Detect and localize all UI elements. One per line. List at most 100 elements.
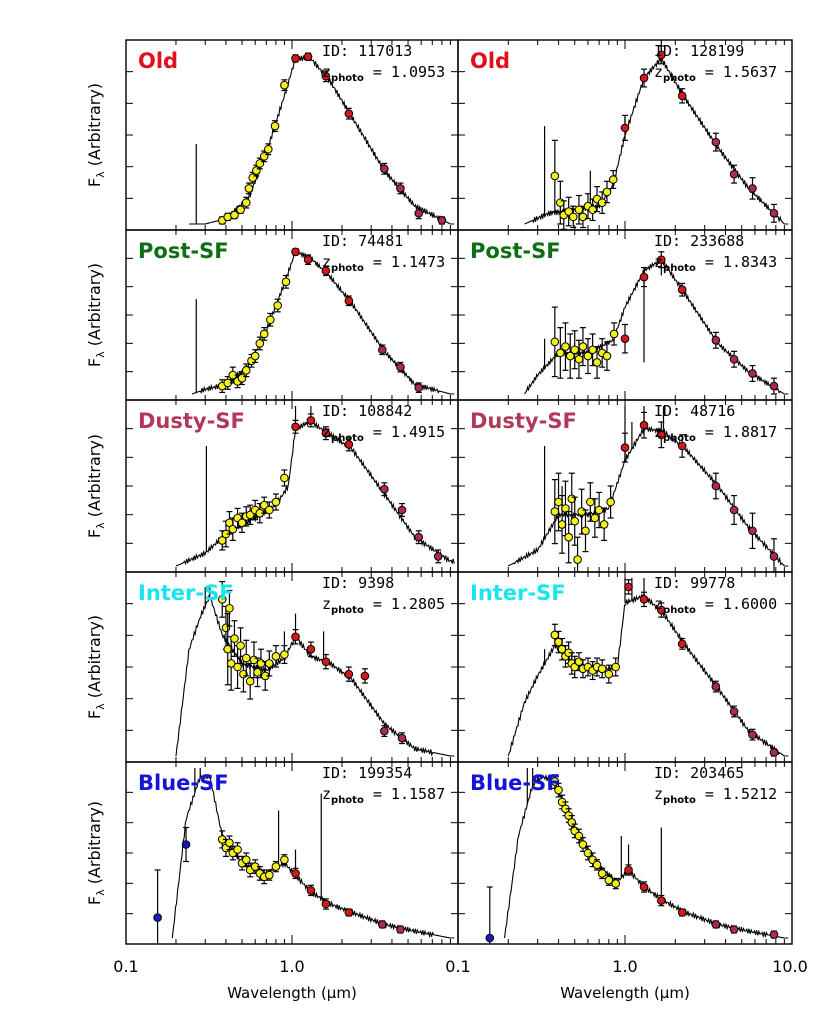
photometry-point [303,52,313,61]
redshift-label: zphoto = 1.1587 [322,785,445,806]
photometry-point [639,882,649,892]
object-id-label: ID: 48716 [654,402,735,420]
photometry-point [570,345,580,355]
photometry-point [578,840,588,849]
photometry-point [586,497,595,507]
photometry-point [291,54,300,63]
object-id-label: ID: 117013 [322,42,412,60]
photometry-point [397,505,407,515]
model-sed-curve [507,593,789,757]
photometry-point [748,526,757,536]
photometry-point [729,169,739,179]
photometry-point [303,255,313,265]
photometry-point [565,351,575,361]
redshift-label: zphoto = 1.2805 [322,595,445,616]
photometry-point [597,869,607,878]
photometry-point [321,899,331,909]
photometry-point [594,505,604,515]
photometry-point [291,632,300,642]
panel-type-label: Dusty-SF [138,409,245,433]
photometry-point [550,171,560,181]
photometry-point [604,875,614,885]
photometry-point [273,301,282,310]
redshift-label: zphoto = 1.0953 [322,63,445,84]
photometry-point [281,277,291,287]
photometry-point [259,152,269,161]
photometry-point [677,441,687,451]
photometry-point [414,383,424,392]
photometry-point [344,669,354,679]
photometry-point [252,166,261,175]
photometry-point [748,369,757,378]
photometry-point [748,184,757,193]
photometry-point [550,630,560,640]
photometry-point [226,659,236,668]
photometry-point [573,555,582,564]
photometry-point [568,212,578,222]
photometry-point [291,422,300,432]
photometry-point [620,443,630,452]
x-tick-label: 1.0 [612,957,637,976]
photometry-point [153,913,162,922]
photometry-point [248,173,258,183]
photometry-point [256,659,266,668]
photometry-point [657,430,666,440]
photometry-point [608,175,618,184]
photometry-point [414,209,424,218]
panel-type-label: Old [470,49,510,73]
photometry-point [241,366,251,375]
photometry-point [577,507,586,516]
photometry-point [554,497,563,507]
x-tick-label: 0.1 [113,957,138,976]
photometry-point [225,603,234,613]
photometry-point [280,473,289,483]
photometry-point [590,513,600,523]
photometry-point [321,266,331,276]
object-id-label: ID: 128199 [654,42,744,60]
object-id-label: ID: 9398 [322,574,394,592]
y-axis-label: Fλ (Arbitrary) [85,83,107,187]
photometry-point [396,925,405,934]
photometry-point [583,351,593,361]
panel-type-label: Blue-SF [470,771,561,795]
photometry-point [249,655,259,665]
x-tick-label: 1.0 [279,957,304,976]
x-axis-label: Wavelength (μm) [560,984,690,1002]
photometry-point [769,552,779,561]
photometry-point [711,481,721,491]
photometry-point [769,748,779,757]
photometry-point [657,605,666,615]
photometry-point [769,209,779,218]
photometry-point [711,682,721,691]
photometry-point [711,137,721,147]
photometry-point [574,205,584,215]
photometry-point [564,532,573,542]
photometry-point [223,644,233,654]
photometry-point [588,205,597,215]
photometry-point [221,623,231,633]
photometry-point [639,272,649,282]
photometry-point [397,733,407,743]
photometry-point [245,676,255,686]
redshift-label: zphoto = 1.8817 [654,423,777,444]
redshift-label: zphoto = 1.6000 [654,595,777,616]
photometry-point [225,838,234,848]
photometry-point [578,342,588,351]
photometry-point [769,381,779,391]
photometry-point [597,664,607,674]
photometry-point [306,886,316,895]
x-tick-label: 10.0 [772,957,808,976]
photometry-point [657,896,666,905]
photometry-point [280,650,289,659]
photometry-point [657,50,666,60]
photometry-point [592,860,602,870]
object-id-label: ID: 108842 [322,402,412,420]
photometry-point [677,908,687,917]
photometry-point [233,845,242,854]
redshift-label: zphoto = 1.8343 [654,253,777,274]
photometry-point [624,865,633,875]
photometry-point [396,184,405,193]
